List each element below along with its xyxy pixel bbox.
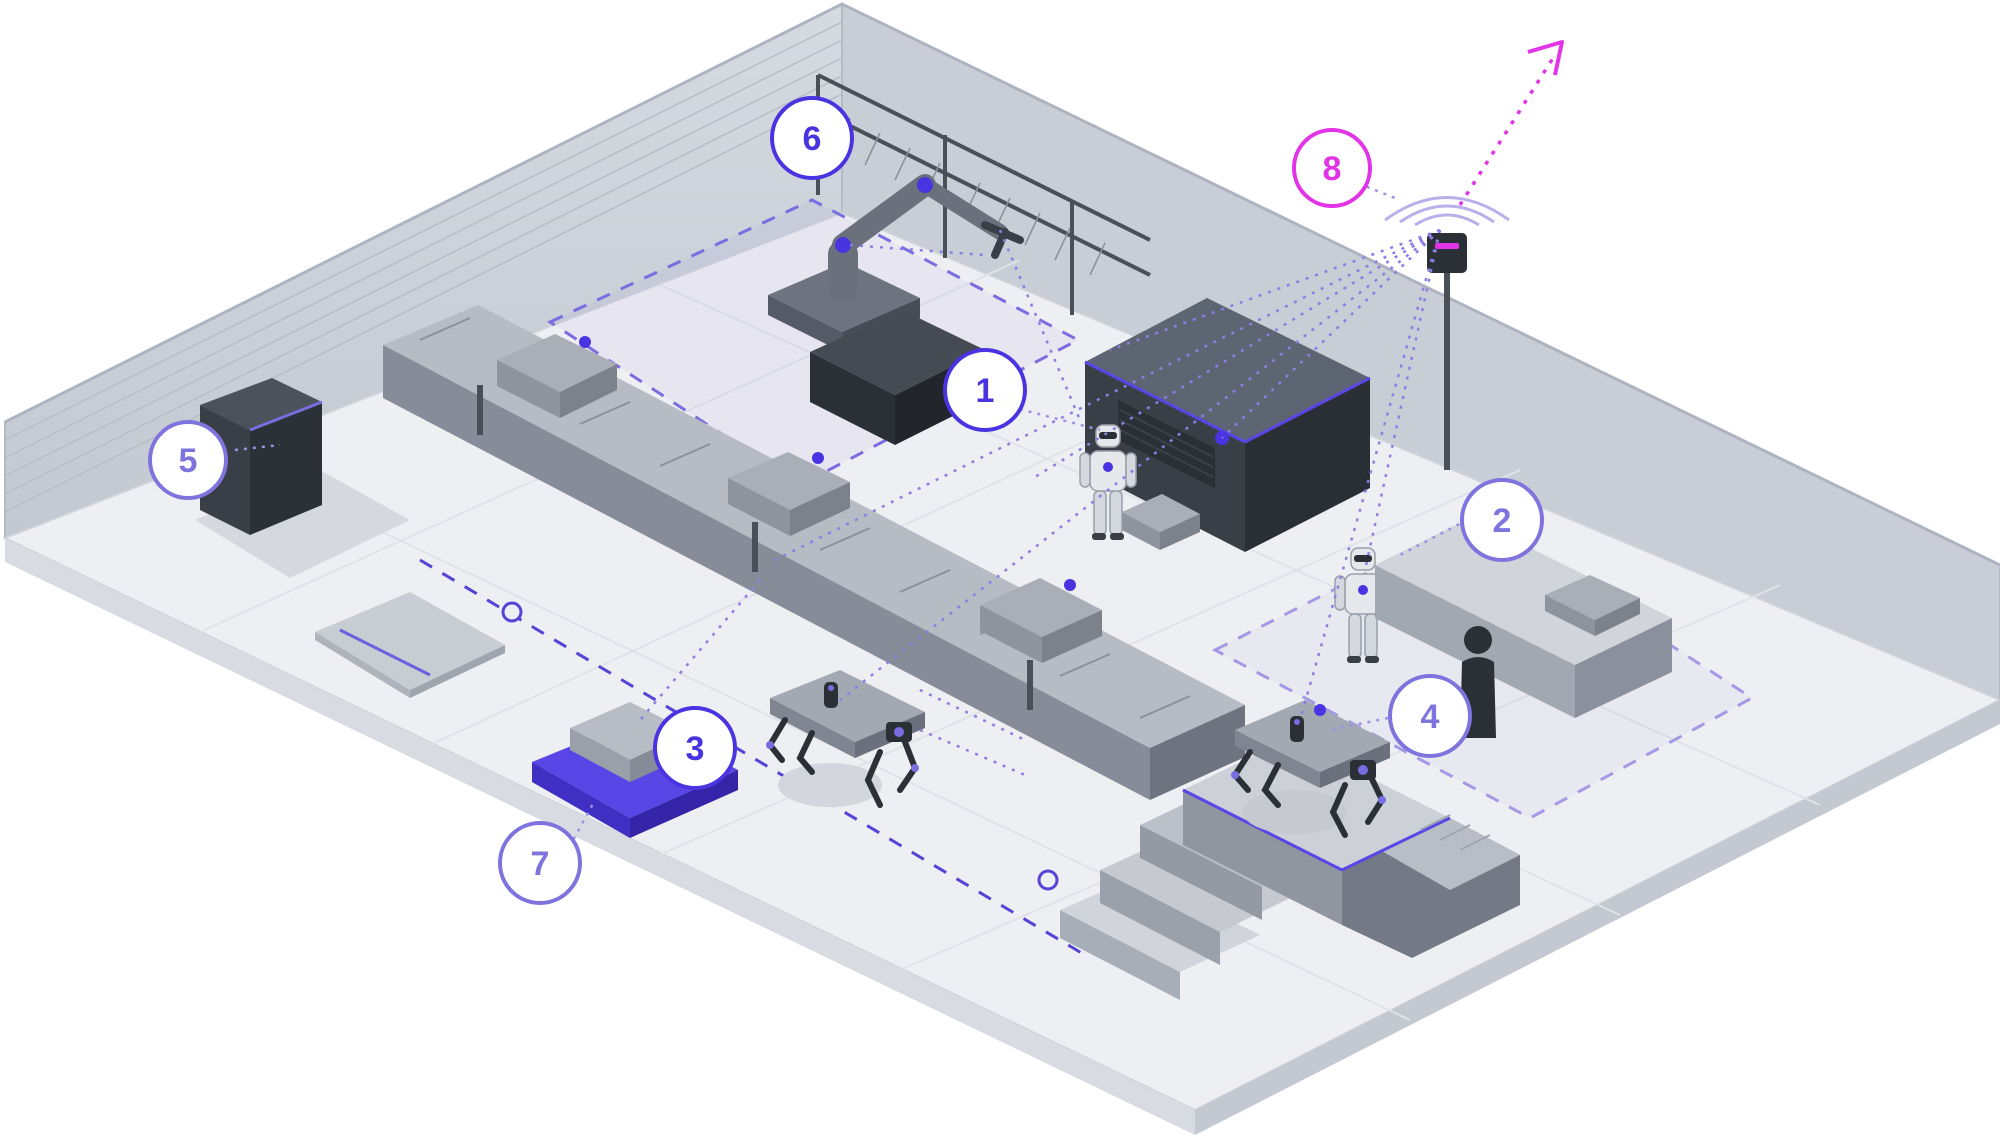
marker-label: 7 [531,845,550,883]
humanoid-robot [1079,424,1137,540]
anchor-dots [579,336,1326,716]
conveyor-belt [383,305,1245,800]
marker-label: 3 [686,730,705,768]
quadruped-robot [1231,700,1390,838]
marker-circle [1388,674,1472,758]
connection-lines [639,228,1442,777]
marker-label: 8 [1323,150,1342,188]
quadruped-robot [766,670,925,808]
floor-mat [315,592,505,698]
small-crate [1122,494,1200,550]
marker-circle [1460,478,1544,562]
marker-circle [770,96,854,180]
marker-8: 8 [1292,128,1372,208]
marker-circle [943,348,1027,432]
marker-4: 4 [1388,674,1472,758]
floor-edge-right [1195,700,2000,1135]
humanoid-robot [1334,547,1392,663]
path-waypoint [501,601,523,623]
uplink-arrow [1458,40,1564,206]
wall-siding [4,21,843,513]
wireless-access-point [1384,196,1510,470]
marker-label: 5 [179,442,198,480]
floor-edge-left [5,538,1195,1135]
stepped-platform [1060,738,1520,1000]
conveyor-box [497,334,617,418]
marker-circle [148,420,228,500]
marker-label: 1 [976,372,995,410]
marker-1: 1 [943,348,1027,432]
marker-label: 6 [803,120,822,158]
marker-3: 3 [653,706,737,790]
conveyor-box [728,452,850,536]
markers: 1 2 3 4 5 6 7 8 [148,96,1544,905]
marker-7: 7 [498,821,582,905]
robot-arm-zone [546,198,1082,487]
marker-label: 2 [1493,502,1512,540]
marker-circle [1292,128,1372,208]
conveyor-box [980,578,1102,663]
marker-6: 6 [770,96,854,180]
marker-circle [498,821,582,905]
path-waypoint [1037,869,1059,891]
marker-5: 5 [148,420,228,500]
marker-label: 4 [1421,698,1440,736]
marker-circle [653,706,737,790]
marker-2: 2 [1460,478,1544,562]
